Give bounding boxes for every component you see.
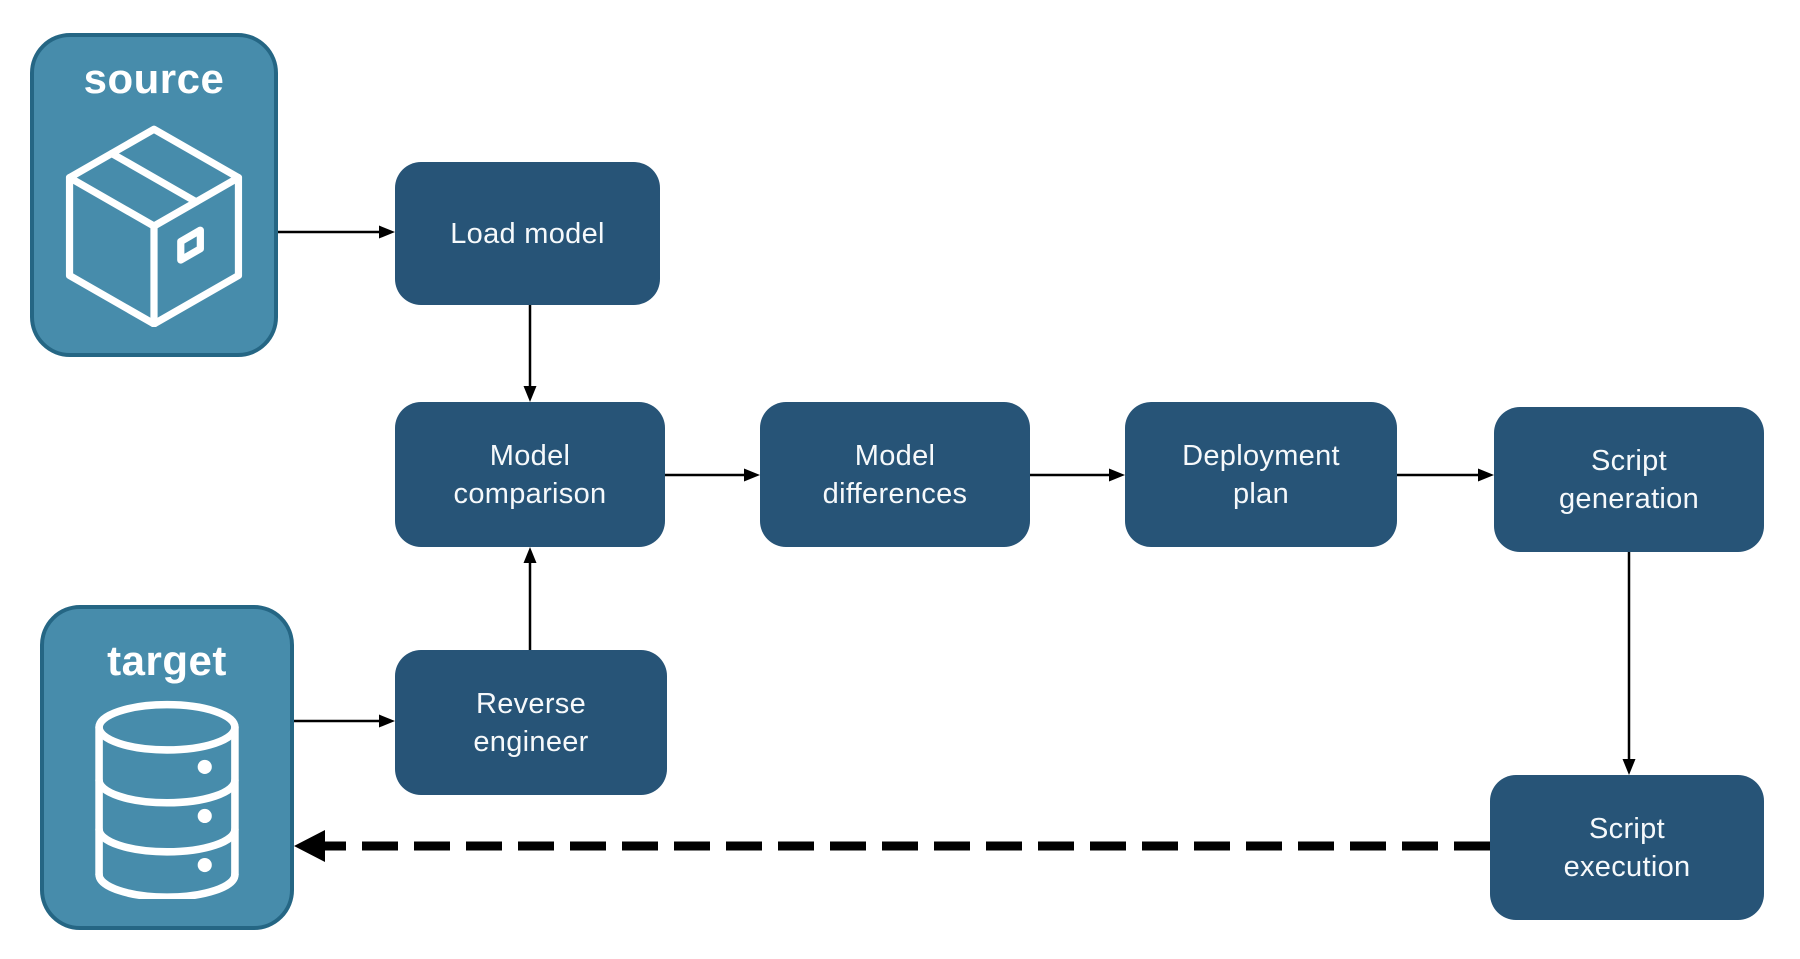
node-label: Model [489,439,571,472]
node-label: Load model [450,217,605,250]
node-script-generation: Script generation [1494,407,1764,552]
node-label: engineer [473,725,589,758]
node-label: Reverse [475,687,587,720]
endpoint-source: source [30,33,278,357]
database-icon [91,699,243,899]
node-label: Script [1591,444,1667,477]
arrow-target-to-reverse-engineer [294,714,395,728]
package-icon [61,121,247,327]
arrow-source-to-load-model [278,225,395,239]
node-load-model: Load model [395,162,660,305]
node-label: generation [1558,482,1700,515]
node-label: Deployment [1182,439,1340,472]
node-label: Model [854,439,936,472]
node-label: plan [1232,477,1290,510]
node-label: comparison [453,477,607,510]
source-label: source [83,55,225,102]
arrow-reverse-engineer-to-model-comparison [523,547,537,650]
arrow-model-differences-to-deployment-plan [1030,468,1125,482]
node-deployment-plan: Deployment plan [1125,402,1397,547]
arrow-script-generation-to-script-execution [1622,552,1636,775]
node-label: differences [822,477,968,510]
node-label: execution [1563,850,1691,883]
arrow-model-comparison-to-model-differences [665,468,760,482]
arrow-load-model-to-model-comparison [523,305,537,402]
endpoint-target: target [40,605,294,930]
arrow-deployment-plan-to-script-generation [1397,468,1494,482]
target-label: target [107,637,227,684]
node-reverse-engineer: Reverse engineer [395,650,667,795]
arrow-script-execution-to-target-dashed [294,830,1490,862]
node-label: Script [1589,812,1665,845]
node-script-execution: Script execution [1490,775,1764,920]
node-model-differences: Model differences [760,402,1030,547]
node-model-comparison: Model comparison [395,402,665,547]
